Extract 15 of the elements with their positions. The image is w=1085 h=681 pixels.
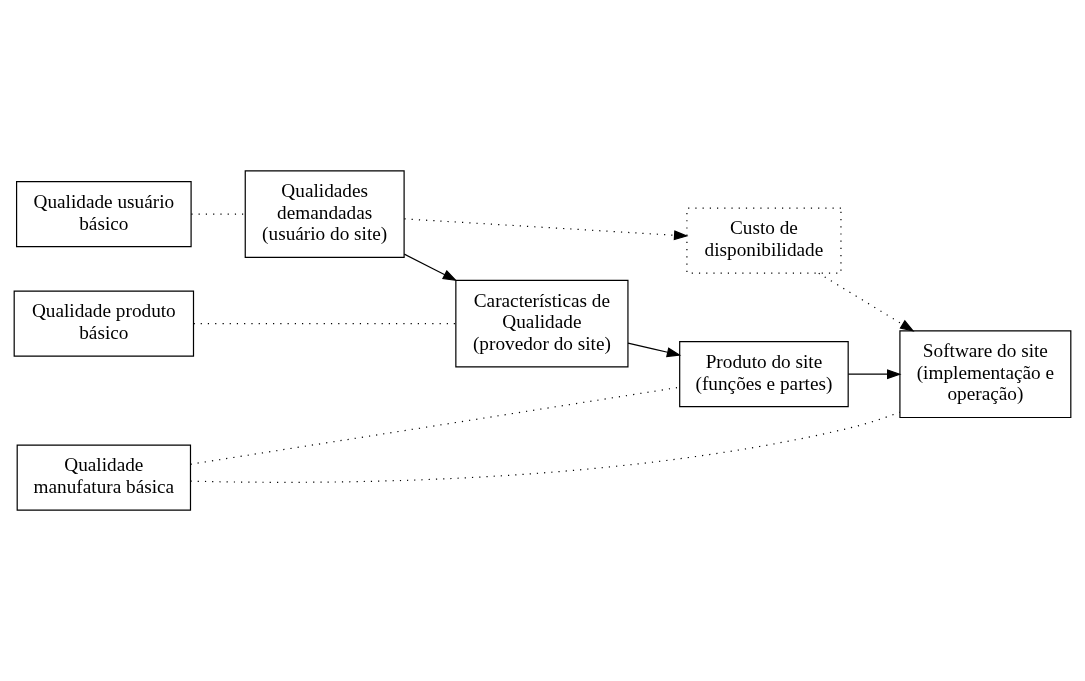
node-box: Produto do site (funções e partes) <box>679 341 849 408</box>
node-box: Qualidade produto básico <box>13 290 195 357</box>
node-box: Características de Qualidade (provedor do site) <box>455 279 629 368</box>
arrow <box>818 272 915 332</box>
connector <box>190 386 680 465</box>
node-box: Custo de disponibilidade <box>686 207 842 274</box>
arrow <box>627 342 682 358</box>
arrow <box>847 369 902 380</box>
connector <box>189 411 901 483</box>
arrow <box>403 253 458 282</box>
node-box: Qualidades demandadas (usuário do site) <box>244 170 405 259</box>
node-box: Qualidade usuário básico <box>16 181 192 248</box>
arrow <box>403 218 689 241</box>
node-box: Software do site (implementação e operação) <box>899 330 1072 419</box>
node-box: Qualidade manufatura básica <box>16 444 192 511</box>
